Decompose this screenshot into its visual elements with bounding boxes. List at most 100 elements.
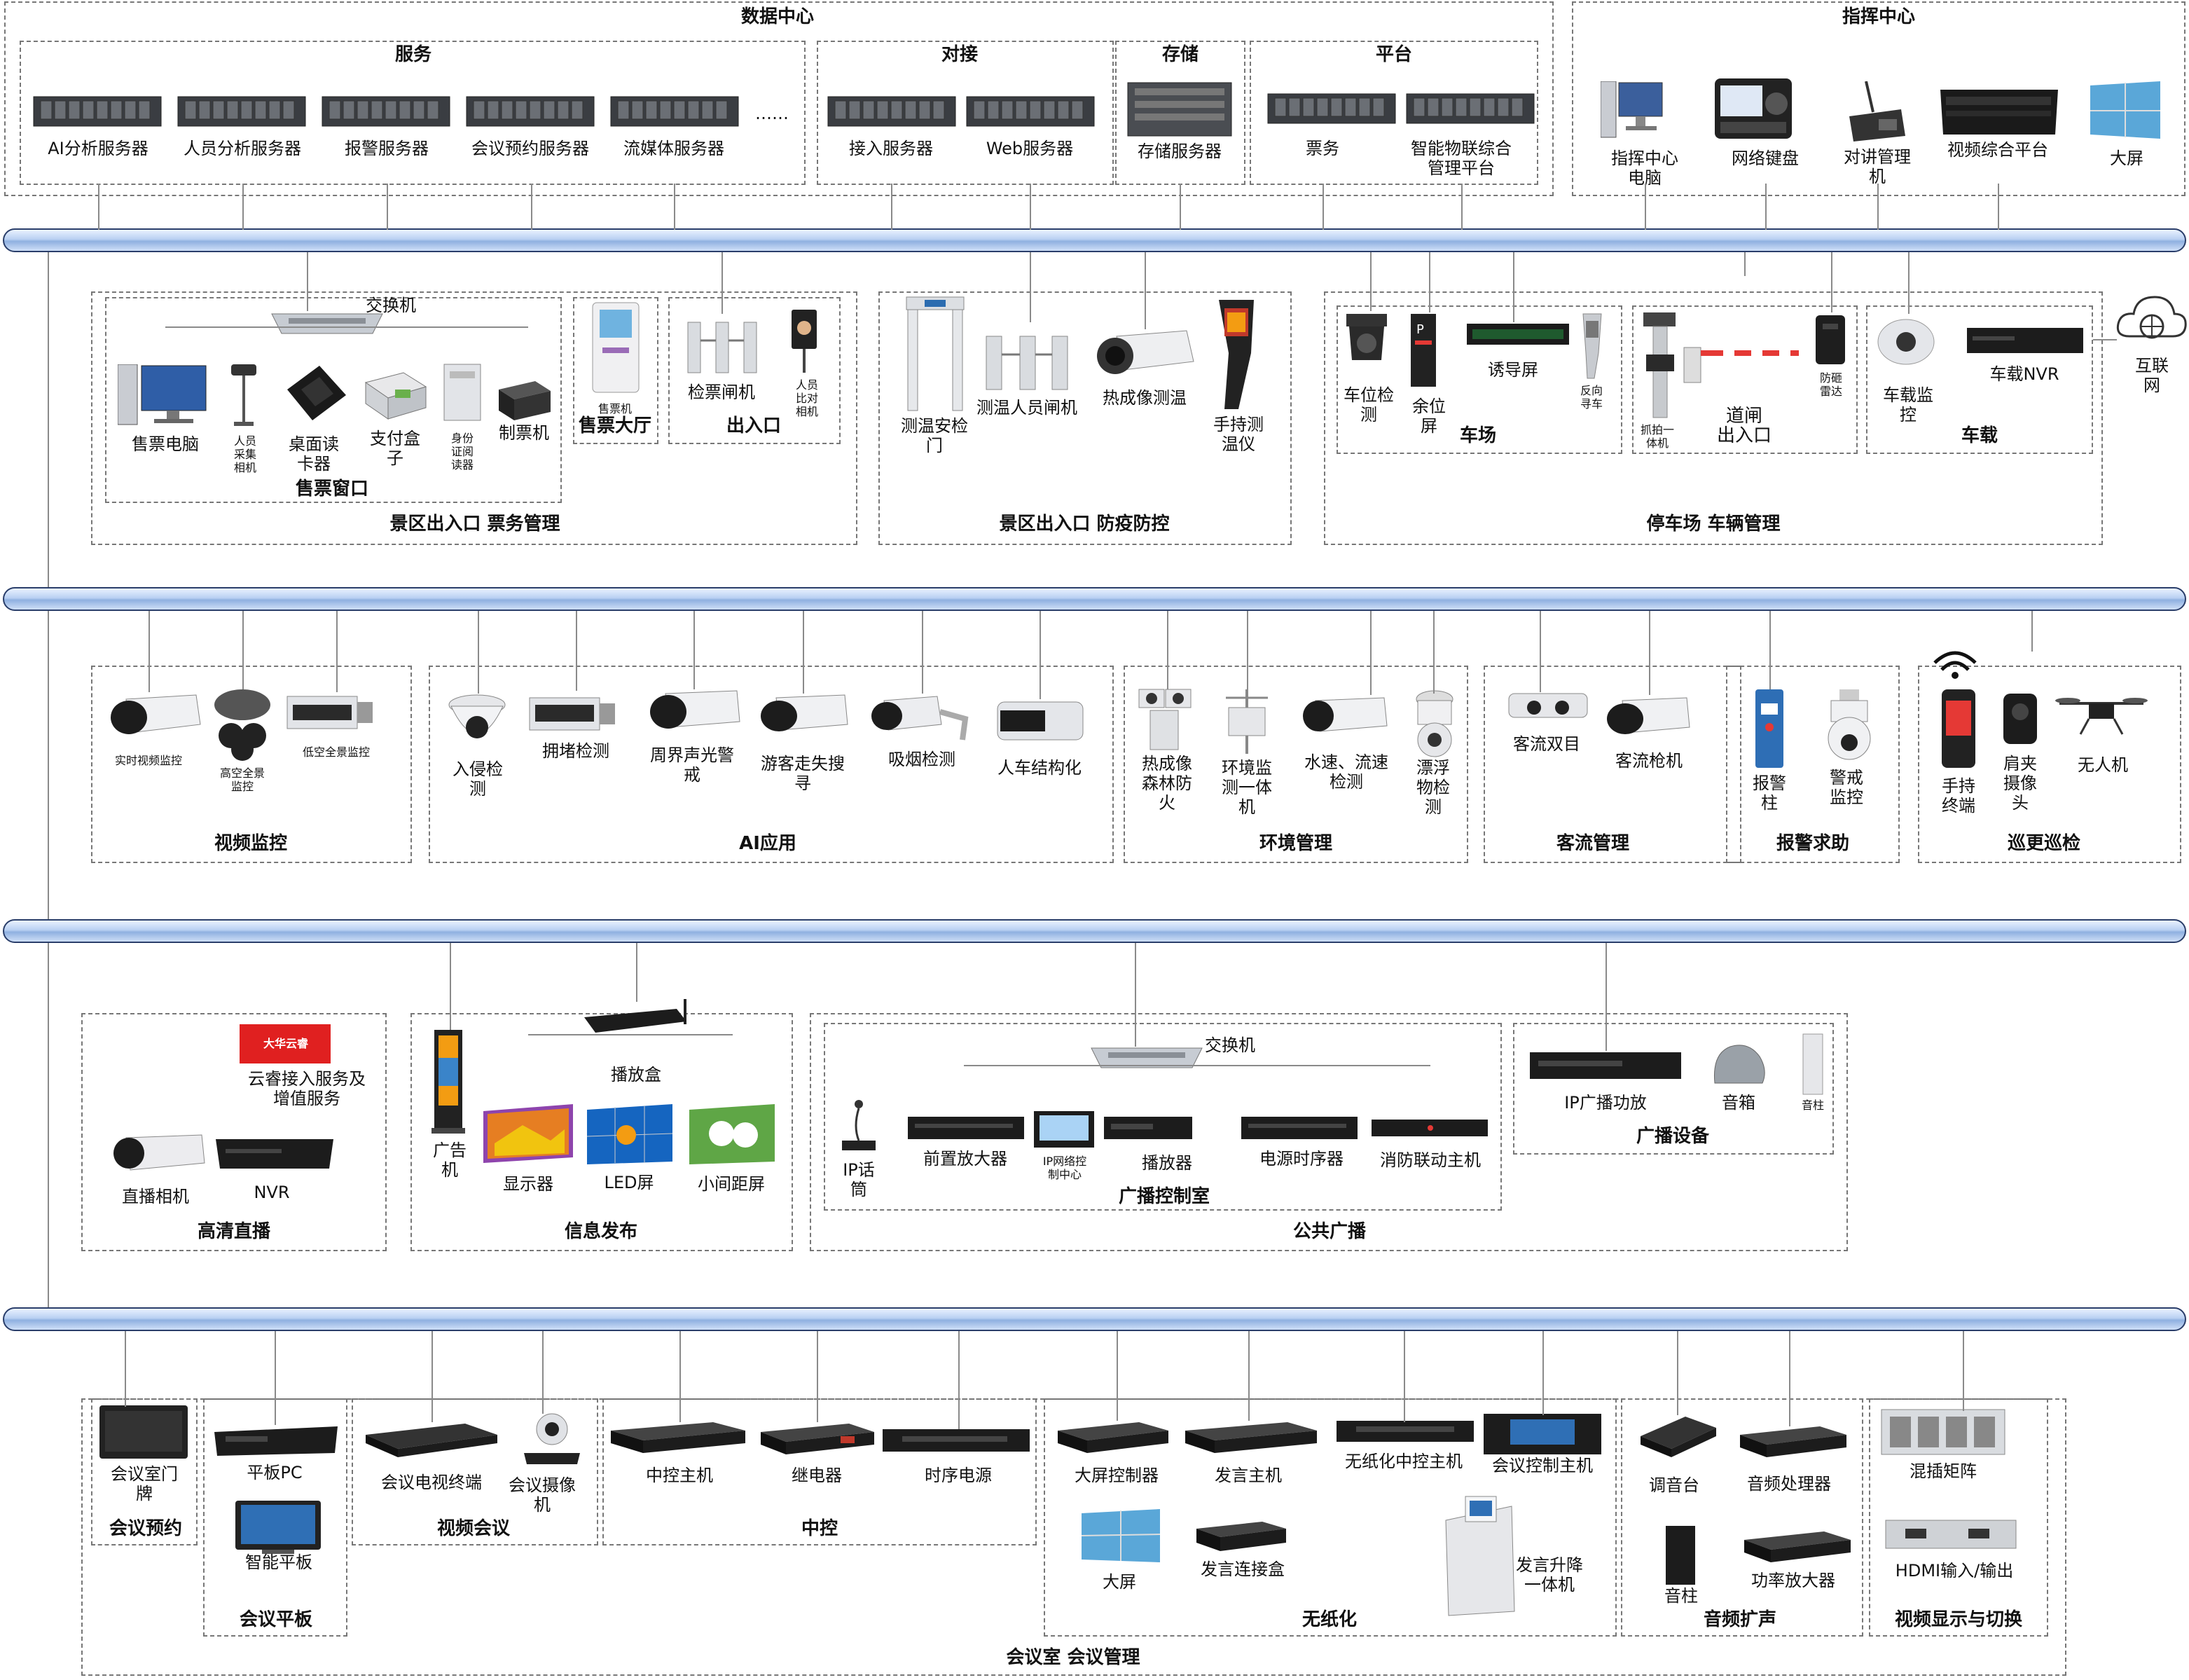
- data-center-panel: [4, 1, 1554, 196]
- connector-line: [1461, 184, 1463, 230]
- central-host-icon: [608, 1418, 748, 1457]
- live-camera-icon: [109, 1131, 207, 1180]
- structured-camera-icon: [995, 696, 1086, 745]
- parking-title: 停车场 车辆管理: [1646, 514, 1781, 535]
- cmd-label-keyboard: 网络键盘: [1732, 149, 1799, 168]
- ai-label-perimeter: 周界声光警 戒: [650, 745, 734, 785]
- bc-label-player: 播放器: [1142, 1153, 1192, 1173]
- network-keyboard-icon: [1715, 78, 1792, 142]
- server-label-meeting: 会议预约服务器: [471, 139, 589, 158]
- connector-line: [125, 1331, 126, 1407]
- dome-camera-icon: [446, 691, 509, 754]
- pl-label-speech: 发言主机: [1215, 1466, 1282, 1485]
- broadcast-switch-label: 交换机: [1205, 1035, 1255, 1055]
- ticket-label-printer: 制票机: [499, 423, 549, 443]
- vehicle-label-nvr: 车载NVR: [1989, 364, 2059, 384]
- vehicle-camera-icon: [1874, 314, 1938, 370]
- lot-label-reverse: 反向 寻车: [1580, 384, 1603, 411]
- server-label-media: 流媒体服务器: [623, 139, 724, 158]
- live-panel: [81, 1013, 387, 1251]
- bullet-camera-icon: [105, 692, 203, 748]
- connector-line: [387, 184, 388, 230]
- ticket-printer-icon: [495, 376, 553, 425]
- lift-terminal-icon: [1442, 1492, 1519, 1618]
- dahua-cloud-logo: [240, 1024, 331, 1063]
- connector-line: [1542, 1331, 1544, 1415]
- sequencer-power-icon: [881, 1426, 1031, 1454]
- command-center-panel: [1572, 1, 2185, 196]
- vehicle-nvr-icon: [1966, 326, 2085, 354]
- pl-label-lift: 发言升降 一体机: [1516, 1555, 1583, 1595]
- ai-title: AI应用: [739, 833, 796, 854]
- pl-label-box: 发言连接盒: [1201, 1559, 1285, 1579]
- ai-label-lost: 游客走失搜 寻: [761, 754, 845, 793]
- alarm-panel: [1726, 666, 1900, 863]
- ticket-gate-icon: [684, 312, 761, 376]
- power-sequencer-icon: [1240, 1114, 1359, 1142]
- parking-lot-title: 车场: [1459, 425, 1497, 446]
- panoramic-camera-icon: [210, 687, 275, 764]
- player-box-icon: [581, 996, 700, 1038]
- vc-label-terminal: 会议电视终端: [381, 1473, 482, 1492]
- ticket-window-title: 售票窗口: [295, 478, 369, 500]
- storage-title: 存储: [1161, 44, 1199, 65]
- broadcast-hbus: [964, 1065, 1430, 1066]
- bc-label-sequencer: 电源时序器: [1259, 1149, 1344, 1169]
- connector-line: [1433, 611, 1435, 694]
- env-monitor-icon: [1219, 687, 1275, 757]
- gate-label-radar: 防砸 雷达: [1819, 371, 1843, 398]
- epidemic-panel: [878, 291, 1292, 545]
- lot-label-detector: 车位检 测: [1344, 385, 1394, 425]
- connector-line: [817, 1331, 818, 1422]
- ticket-label-payment: 支付盒 子: [370, 429, 420, 468]
- server-label-web: Web服务器: [986, 139, 1074, 158]
- pl-label-confhost: 会议控制主机: [1492, 1456, 1593, 1475]
- connector-line: [1117, 1331, 1118, 1421]
- connector-line: [307, 252, 308, 311]
- network-bus-3: [3, 919, 2186, 943]
- connector-line: [1323, 184, 1324, 230]
- parking-gate-title: 道闸 出入口: [1716, 406, 1772, 446]
- connector-line: [98, 184, 99, 230]
- paperless-title: 无纸化: [1301, 1609, 1358, 1630]
- entrance-title: 出入口: [726, 415, 782, 436]
- tablet-label-pc: 平板PC: [247, 1463, 303, 1482]
- connector-line: [1789, 1331, 1790, 1426]
- server-label-storage: 存储服务器: [1138, 142, 1222, 161]
- display-label-matrix: 混插矩阵: [1910, 1461, 1977, 1481]
- epidemic-label-door: 测温安检 门: [901, 416, 968, 455]
- vacancy-screen-icon: P: [1408, 312, 1439, 390]
- intercom-manager-icon: [1845, 81, 1908, 144]
- videoconf-group: [352, 1398, 598, 1545]
- big-screen-icon: [2087, 78, 2164, 142]
- ticket-label-reader: 桌面读 卡器: [289, 434, 339, 474]
- bc-label-preamp: 前置放大器: [923, 1149, 1007, 1169]
- central-title: 中控: [801, 1518, 838, 1539]
- entrance-group: [668, 297, 841, 444]
- connector-line: [1040, 611, 1041, 699]
- network-bus-1: [3, 228, 2186, 252]
- alarm-label-pillar: 报警 柱: [1753, 773, 1786, 813]
- audio-group: [1621, 1398, 1863, 1637]
- connector-line: [478, 611, 479, 694]
- patrol-title: 巡更巡检: [2007, 833, 2081, 854]
- vehicle-title: 车载: [1961, 425, 1998, 446]
- env-panel: [1124, 666, 1468, 863]
- power-amp-icon: [1741, 1527, 1853, 1567]
- connector-line: [922, 611, 923, 694]
- id-reader-icon: [443, 362, 482, 425]
- entrance-label-gate: 检票闸机: [688, 383, 755, 402]
- face-compare-camera-icon: [789, 308, 820, 376]
- rack-server-platform-ticket-icon: [1265, 88, 1398, 128]
- paperless-group: [1044, 1398, 1617, 1637]
- anti-smash-radar-icon: [1813, 312, 1848, 369]
- live-title: 高清直播: [197, 1221, 271, 1242]
- broadcast-equipment-group: [1513, 1023, 1834, 1155]
- connector-line: [1765, 184, 1767, 230]
- broadcast-control-title: 广播控制室: [1118, 1186, 1210, 1207]
- column-speaker-icon: [1800, 1033, 1825, 1096]
- flow-bullet-camera-icon: [1601, 694, 1692, 750]
- connector-line: [1370, 252, 1372, 311]
- wall-controller-icon: [1055, 1418, 1171, 1457]
- video-platform-icon: [1936, 83, 2062, 139]
